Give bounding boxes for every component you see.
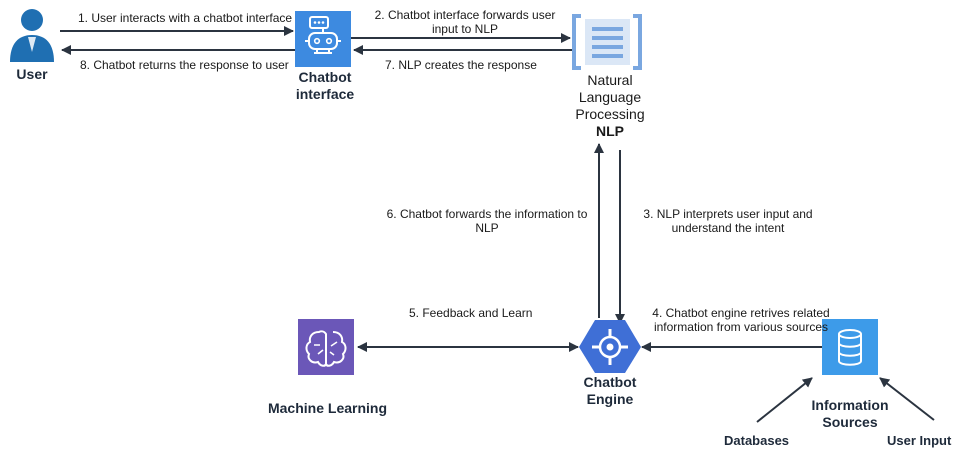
ml-label: Machine Learning [267, 400, 388, 416]
step4-label-line2: information from various sources [653, 320, 829, 334]
document-icon [572, 14, 642, 70]
info-sources-label-line1: Information [811, 397, 889, 413]
arrow-databases [756, 377, 813, 423]
step3-label-line1: 3. NLP interprets user input and [643, 207, 813, 221]
step2-label-line2: input to NLP [431, 22, 499, 36]
engine-label-line2: Engine [586, 391, 634, 407]
step5-label: 5. Feedback and Learn [409, 306, 533, 320]
databases-label: Databases [724, 433, 790, 448]
database-icon [822, 319, 878, 375]
step2-label-line1: 2. Chatbot interface forwards user [374, 8, 556, 22]
nlp-label-line4: NLP [596, 123, 624, 139]
step3-label-line2: understand the intent [671, 221, 785, 235]
user-icon [10, 9, 54, 62]
user-input-label: User Input [887, 433, 952, 448]
arrow-user-input [879, 377, 935, 421]
nlp-label-line2: Language [578, 89, 642, 105]
chatbot-interface-label-line1: Chatbot [298, 69, 352, 85]
step6-label-line2: NLP [475, 221, 499, 235]
engine-hexagon-icon [579, 320, 641, 373]
nlp-label-line3: Processing [575, 106, 645, 122]
info-sources-label: Information Sources [795, 397, 905, 431]
step1-label: 1. User interacts with a chatbot interfa… [78, 11, 293, 25]
chatbot-interface-label-line2: interface [295, 86, 355, 102]
step4-label: 4. Chatbot engine retrives related infor… [636, 306, 846, 334]
nlp-label-line1: Natural [587, 72, 633, 88]
step2-label: 2. Chatbot interface forwards user input… [365, 8, 565, 36]
user-label: User [16, 66, 48, 82]
info-sources-label-line2: Sources [822, 414, 878, 430]
step3-label: 3. NLP interprets user input and underst… [630, 207, 826, 235]
step6-label-line1: 6. Chatbot forwards the information to [386, 207, 588, 221]
step8-label: 8. Chatbot returns the response to user [80, 58, 289, 72]
step6-label: 6. Chatbot forwards the information to N… [378, 207, 596, 235]
brain-icon [298, 319, 354, 375]
engine-label-line1: Chatbot [583, 374, 637, 390]
chatbot-interface-label: Chatbot interface [280, 69, 370, 103]
step7-label: 7. NLP creates the response [385, 58, 537, 72]
robot-icon [295, 11, 351, 67]
step4-label-line1: 4. Chatbot engine retrives related [652, 306, 830, 320]
engine-label: Chatbot Engine [565, 374, 655, 408]
nlp-label: Natural Language Processing NLP [560, 72, 660, 140]
